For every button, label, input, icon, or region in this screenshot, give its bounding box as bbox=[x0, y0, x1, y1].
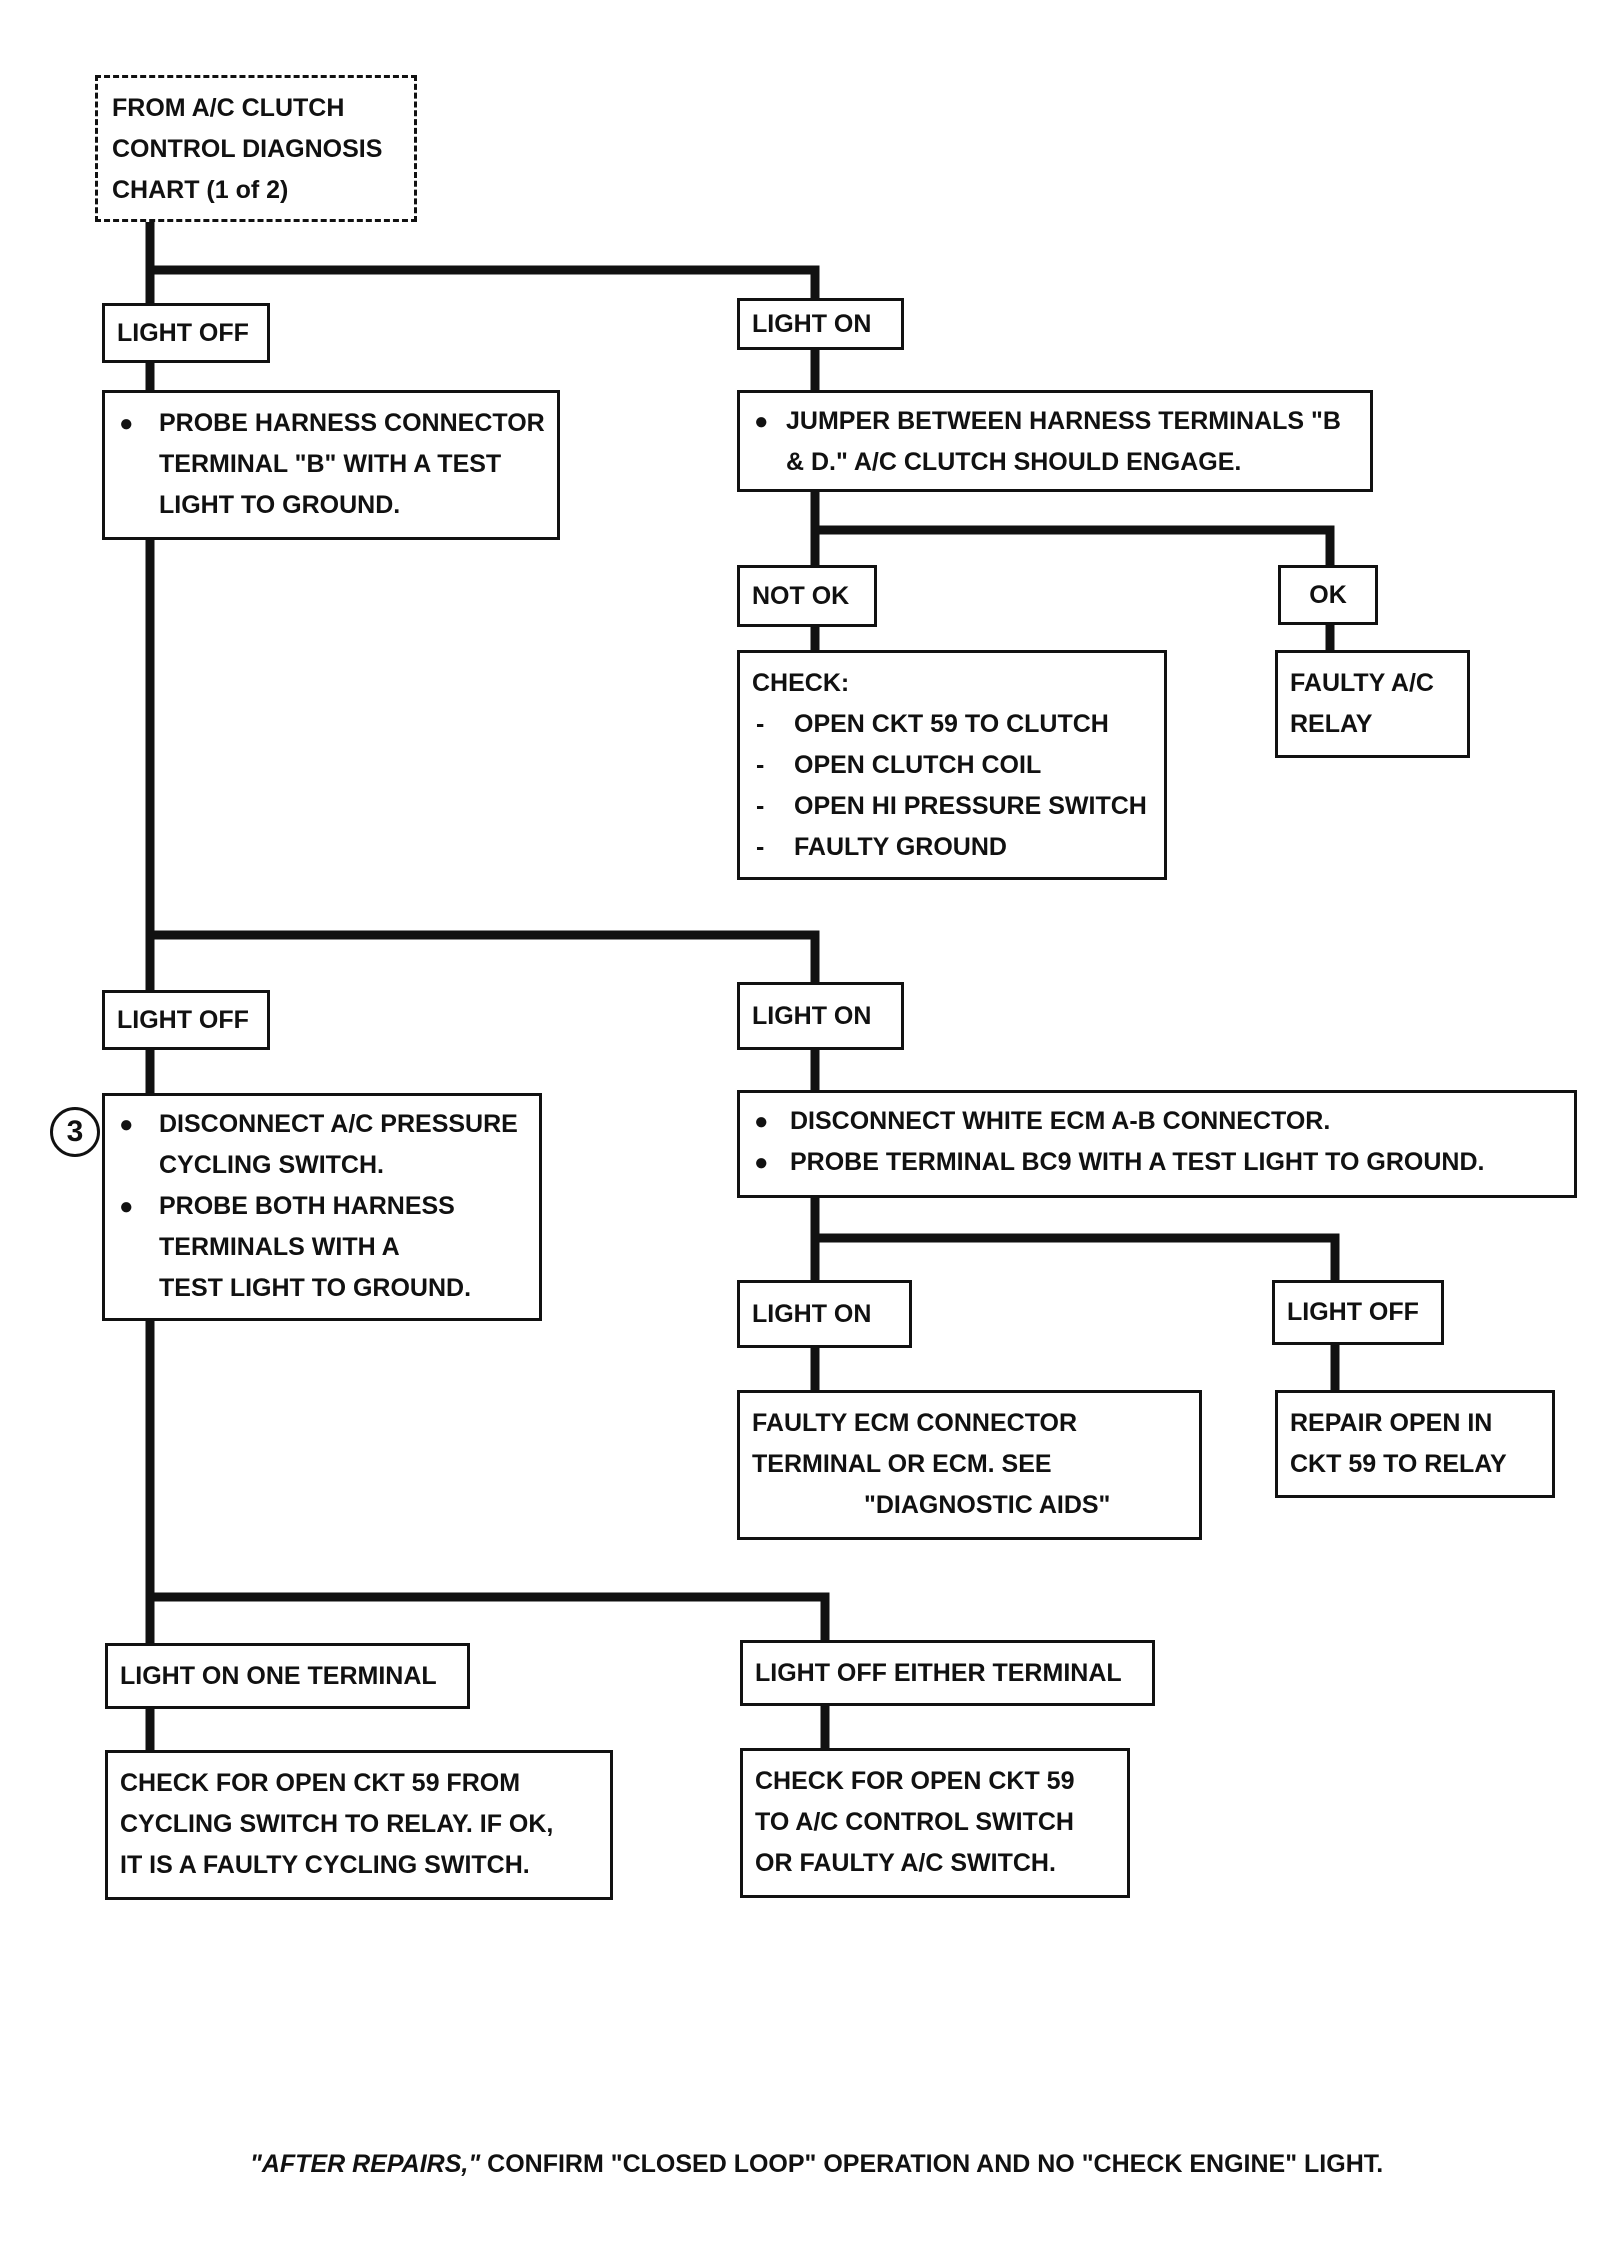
bullet-item: DISCONNECT A/C PRESSURE bbox=[117, 1104, 527, 1145]
text-line: FAULTY ECM CONNECTOR bbox=[752, 1409, 1078, 1437]
start-box: FROM A/C CLUTCH CONTROL DIAGNOSIS CHART … bbox=[95, 75, 417, 222]
bullet-item: PROBE HARNESS CONNECTOR bbox=[117, 403, 545, 444]
bullet-item: JUMPER BETWEEN HARNESS TERMINALS "B bbox=[752, 401, 1358, 442]
text-line: REPAIR OPEN IN bbox=[1290, 1409, 1493, 1437]
step1-jumper-box: JUMPER BETWEEN HARNESS TERMINALS "B & D.… bbox=[737, 390, 1373, 492]
not-ok-label: NOT OK bbox=[737, 565, 877, 627]
text-line: CHECK FOR OPEN CKT 59 bbox=[755, 1767, 1075, 1795]
check-item: OPEN HI PRESSURE SWITCH bbox=[752, 786, 1152, 827]
footnote: "AFTER REPAIRS," CONFIRM "CLOSED LOOP" O… bbox=[250, 2150, 1383, 2179]
start-line: FROM A/C CLUTCH bbox=[112, 94, 345, 122]
check-box: CHECK: OPEN CKT 59 TO CLUTCH OPEN CLUTCH… bbox=[737, 650, 1167, 880]
ac-switch-box: CHECK FOR OPEN CKT 59 TO A/C CONTROL SWI… bbox=[740, 1748, 1130, 1898]
step-3-marker: 3 bbox=[50, 1107, 100, 1157]
check-item: OPEN CKT 59 TO CLUTCH bbox=[752, 704, 1152, 745]
text-line: FAULTY A/C bbox=[1290, 669, 1434, 697]
label-text: LIGHT ON ONE TERMINAL bbox=[120, 1661, 437, 1690]
repair-open-box: REPAIR OPEN IN CKT 59 TO RELAY bbox=[1275, 1390, 1555, 1498]
sub-light-on-label: LIGHT ON bbox=[737, 1280, 912, 1348]
footnote-emphasis: "AFTER REPAIRS," bbox=[250, 2150, 481, 2178]
label-text: LIGHT ON bbox=[752, 1299, 872, 1328]
text-line: "DIAGNOSTIC AIDS" bbox=[864, 1491, 1111, 1519]
faulty-relay-box: FAULTY A/C RELAY bbox=[1275, 650, 1470, 758]
text-line: & D." A/C CLUTCH SHOULD ENGAGE. bbox=[786, 448, 1242, 476]
text-line: TO A/C CONTROL SWITCH bbox=[755, 1808, 1074, 1836]
step1-light-on-label: LIGHT ON bbox=[737, 298, 904, 350]
step2-ecm-box: DISCONNECT WHITE ECM A-B CONNECTOR. PROB… bbox=[737, 1090, 1577, 1198]
label-text: LIGHT ON bbox=[752, 1001, 872, 1030]
label-text: LIGHT OFF EITHER TERMINAL bbox=[755, 1658, 1122, 1687]
text-line: LIGHT TO GROUND. bbox=[159, 491, 401, 519]
text-line: TEST LIGHT TO GROUND. bbox=[159, 1274, 472, 1302]
text-line: TERMINALS WITH A bbox=[159, 1233, 400, 1261]
bullet-item: PROBE TERMINAL BC9 WITH A TEST LIGHT TO … bbox=[752, 1142, 1562, 1183]
text-line: IT IS A FAULTY CYCLING SWITCH. bbox=[120, 1851, 530, 1879]
step2-disconnect-box: DISCONNECT A/C PRESSURE CYCLING SWITCH. … bbox=[102, 1093, 542, 1321]
text-line: TERMINAL OR ECM. SEE bbox=[752, 1450, 1052, 1478]
check-item: FAULTY GROUND bbox=[752, 827, 1152, 868]
one-terminal-label: LIGHT ON ONE TERMINAL bbox=[105, 1643, 470, 1709]
text-line: CYCLING SWITCH. bbox=[159, 1151, 384, 1179]
step1-probe-box: PROBE HARNESS CONNECTOR TERMINAL "B" WIT… bbox=[102, 390, 560, 540]
check-item: OPEN CLUTCH COIL bbox=[752, 745, 1152, 786]
label-text: OK bbox=[1309, 580, 1347, 609]
start-line: CHART (1 of 2) bbox=[112, 176, 289, 204]
label-text: LIGHT ON bbox=[752, 309, 872, 338]
text-line: CKT 59 TO RELAY bbox=[1290, 1450, 1507, 1478]
text-line: CHECK FOR OPEN CKT 59 FROM bbox=[120, 1769, 521, 1797]
text-line: OR FAULTY A/C SWITCH. bbox=[755, 1849, 1056, 1877]
faulty-ecm-box: FAULTY ECM CONNECTOR TERMINAL OR ECM. SE… bbox=[737, 1390, 1202, 1540]
label-text: NOT OK bbox=[752, 581, 850, 610]
text-line: CYCLING SWITCH TO RELAY. IF OK, bbox=[120, 1810, 554, 1838]
label-text: LIGHT OFF bbox=[117, 318, 249, 347]
either-terminal-label: LIGHT OFF EITHER TERMINAL bbox=[740, 1640, 1155, 1706]
footnote-text: CONFIRM "CLOSED LOOP" OPERATION AND NO "… bbox=[480, 2150, 1384, 2178]
start-line: CONTROL DIAGNOSIS bbox=[112, 135, 383, 163]
text-line: RELAY bbox=[1290, 710, 1373, 738]
bullet-item: PROBE BOTH HARNESS bbox=[117, 1186, 527, 1227]
cycling-switch-box: CHECK FOR OPEN CKT 59 FROM CYCLING SWITC… bbox=[105, 1750, 613, 1900]
check-heading: CHECK: bbox=[752, 669, 850, 697]
step1-light-off-label: LIGHT OFF bbox=[102, 303, 270, 363]
step2-light-off-label: LIGHT OFF bbox=[102, 990, 270, 1050]
bullet-item: DISCONNECT WHITE ECM A-B CONNECTOR. bbox=[752, 1101, 1562, 1142]
label-text: LIGHT OFF bbox=[117, 1005, 249, 1034]
sub-light-off-label: LIGHT OFF bbox=[1272, 1280, 1444, 1345]
step2-light-on-label: LIGHT ON bbox=[737, 982, 904, 1050]
marker-text: 3 bbox=[66, 1115, 84, 1148]
text-line: TERMINAL "B" WITH A TEST bbox=[159, 450, 502, 478]
ok-label: OK bbox=[1278, 565, 1378, 625]
label-text: LIGHT OFF bbox=[1287, 1298, 1419, 1326]
